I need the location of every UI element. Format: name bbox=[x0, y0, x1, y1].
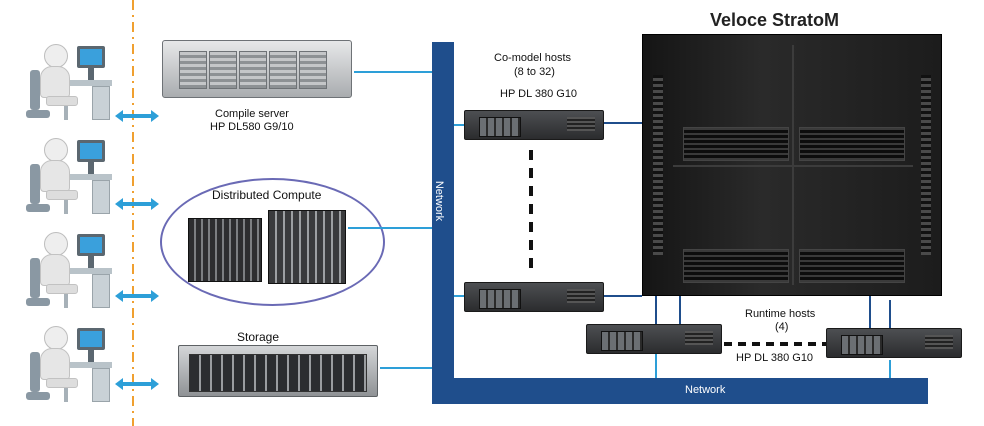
network-bar-horizontal bbox=[432, 378, 928, 404]
compile-server-label: Compile server bbox=[215, 108, 289, 120]
veloce-stratom-cabinet bbox=[642, 34, 942, 296]
ellipsis-connector bbox=[724, 342, 828, 346]
user-workstation bbox=[22, 322, 114, 406]
double-arrow-icon bbox=[115, 198, 159, 210]
user-workstation bbox=[22, 228, 114, 312]
blade-chassis bbox=[268, 210, 346, 284]
runtime-server bbox=[586, 324, 722, 354]
runtime-hosts-label: Runtime hosts bbox=[745, 308, 816, 320]
network-bar-vertical bbox=[432, 42, 454, 404]
double-arrow-icon bbox=[115, 110, 159, 122]
compile-server-model: HP DL580 G9/10 bbox=[210, 121, 294, 133]
double-arrow-icon bbox=[115, 378, 159, 390]
runtime-hosts-model: HP DL 380 G10 bbox=[736, 352, 814, 364]
network-label-horizontal: Network bbox=[685, 384, 726, 396]
comodel-server bbox=[464, 110, 604, 140]
blade-chassis bbox=[188, 218, 262, 282]
double-arrow-icon bbox=[115, 290, 159, 302]
dashed-divider bbox=[132, 0, 134, 426]
runtime-hosts-count: (4) bbox=[775, 321, 789, 333]
ellipsis-connector bbox=[529, 150, 533, 272]
comodel-server bbox=[464, 282, 604, 312]
comodel-hosts-count: (8 to 32) bbox=[514, 66, 555, 78]
compile-server bbox=[162, 40, 352, 98]
page-title: Veloce StratoM bbox=[710, 10, 840, 30]
comodel-hosts-label: Co-model hosts bbox=[494, 52, 572, 64]
runtime-server bbox=[826, 328, 962, 358]
user-workstation bbox=[22, 40, 114, 124]
comodel-hosts-model: HP DL 380 G10 bbox=[500, 88, 578, 100]
distributed-compute-group bbox=[160, 178, 385, 306]
distributed-compute-label: Distributed Compute bbox=[212, 188, 322, 202]
user-workstation bbox=[22, 134, 114, 218]
storage-label: Storage bbox=[237, 330, 280, 344]
storage-array bbox=[178, 345, 378, 397]
